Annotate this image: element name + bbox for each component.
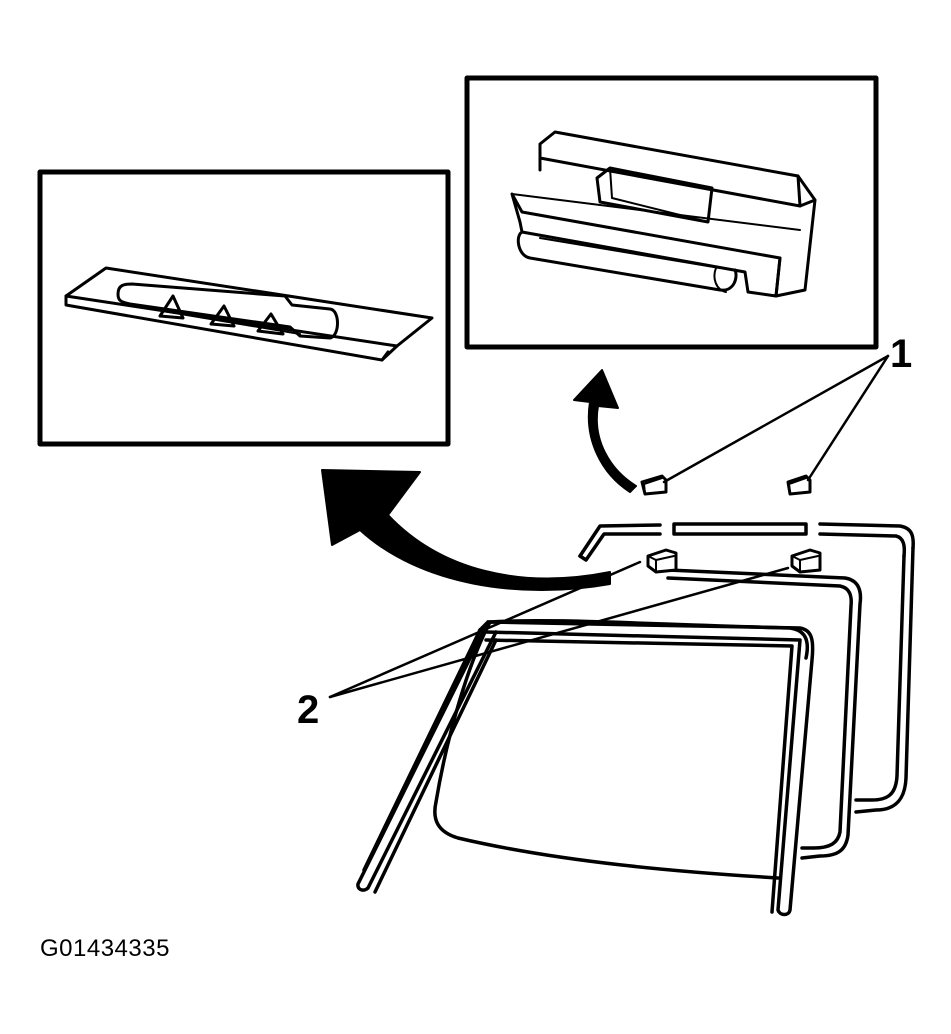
lower-clip-right bbox=[790, 548, 822, 574]
callout-1: 1 bbox=[890, 332, 913, 376]
lower-clip-illustration bbox=[64, 266, 434, 362]
pointer-arrow-left bbox=[321, 469, 611, 592]
inset-lower-clip bbox=[37, 169, 451, 447]
lower-clip-left bbox=[646, 548, 678, 574]
figure-code: G01434335 bbox=[40, 935, 170, 962]
leader-lines-callout-1 bbox=[662, 354, 890, 484]
upper-clip-left bbox=[640, 474, 668, 496]
windshield-assembly bbox=[356, 522, 915, 917]
inset-upper-clip bbox=[464, 75, 879, 350]
pointer-arrow-right bbox=[573, 369, 637, 493]
upper-clip-illustration bbox=[510, 130, 817, 298]
callout-2: 2 bbox=[297, 688, 320, 732]
upper-clip-right bbox=[786, 474, 812, 496]
